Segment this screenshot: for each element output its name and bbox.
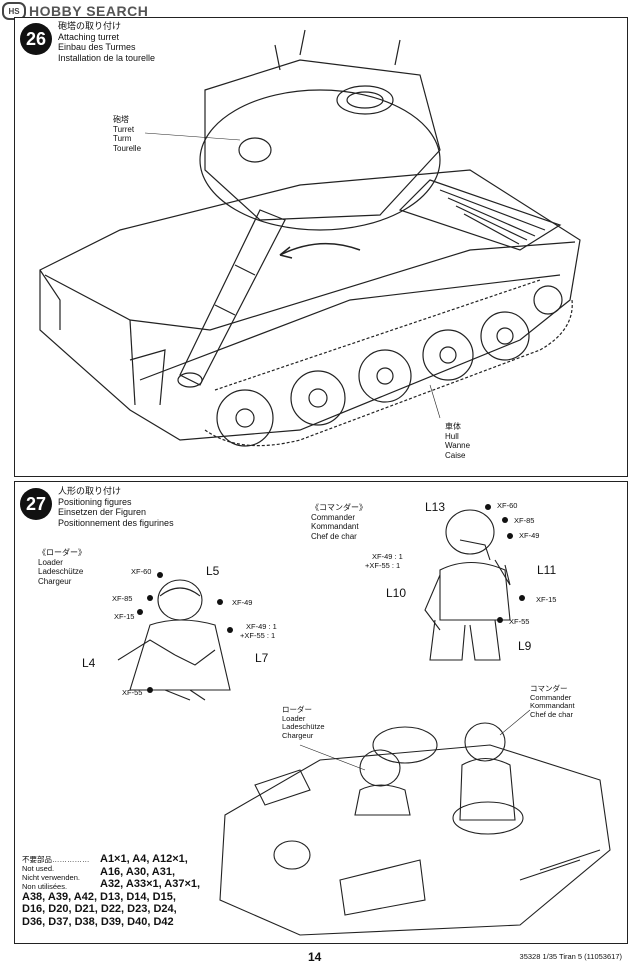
loader-paint-xf15: XF-15 xyxy=(114,612,135,621)
step-27-badge: 27 xyxy=(20,488,52,520)
step-27-title: 人形の取り付け Positioning figures Einsetzen de… xyxy=(58,486,174,528)
not-used-parts-list: A1×1, A4, A12×1, A16, A30, A31, A32, A33… xyxy=(22,853,201,928)
step-26-title-fr: Installation de la tourelle xyxy=(58,52,156,63)
hull-label: 車体 Hull Wanne Caise xyxy=(445,422,471,460)
loader-label: 《ローダー》 Loader Ladeschütze Chargeur xyxy=(38,548,86,586)
hobby-search-watermark: HS HOBBY SEARCH xyxy=(2,2,148,20)
commander-paint-xf85: XF-85 xyxy=(514,516,535,525)
commander-paint-xf55: XF-55 xyxy=(509,617,530,626)
step-27-title-fr: Positionnement des figurines xyxy=(58,517,174,528)
loader-paint-mix2: +XF-55 : 1 xyxy=(240,631,276,640)
part-L11: L11 xyxy=(537,563,557,577)
product-code: 35328 1/35 Tiran 5 (11053617) xyxy=(519,952,622,961)
loader-small-label: ローダー Loader Ladeschütze Chargeur xyxy=(282,705,325,740)
commander-label: 《コマンダー》 Commander Kommandant Chef de cha… xyxy=(311,503,367,541)
loader-paint-xf55: XF-55 xyxy=(122,688,143,697)
part-L4: L4 xyxy=(82,656,96,670)
commander-paint-xf60: XF-60 xyxy=(497,501,518,510)
part-L7: L7 xyxy=(255,651,269,665)
step-27-panel xyxy=(14,481,628,944)
commander-paint-xf49: XF-49 xyxy=(519,531,540,540)
part-L5: L5 xyxy=(206,564,220,578)
step-26-badge: 26 xyxy=(20,23,52,55)
step-27-title-jp: 人形の取り付け xyxy=(58,486,122,496)
loader-paint-mix1: XF-49 : 1 xyxy=(246,622,277,631)
step-27-title-en: Positioning figures xyxy=(58,496,132,507)
step-27-title-de: Einsetzen der Figuren xyxy=(58,507,147,517)
page-number: 14 xyxy=(308,950,322,964)
step-26-title-jp: 砲塔の取り付け xyxy=(58,21,122,31)
commander-paint-mix1: XF-49 : 1 xyxy=(372,552,403,561)
loader-paint-xf60: XF-60 xyxy=(131,567,152,576)
loader-paint-xf49: XF-49 xyxy=(232,598,253,607)
step-26-title: 砲塔の取り付け Attaching turret Einbau des Turm… xyxy=(58,21,155,63)
commander-paint-mix2: +XF-55 : 1 xyxy=(365,561,401,570)
step-26-title-en: Attaching turret xyxy=(58,31,120,42)
commander-small-label: コマンダー Commander Kommandant Chef de char xyxy=(530,684,575,719)
turret-label: 砲塔 Turret Turm Tourelle xyxy=(113,115,142,153)
part-L10: L10 xyxy=(386,586,407,600)
watermark-text: HOBBY SEARCH xyxy=(29,3,149,19)
loader-paint-xf85: XF-85 xyxy=(112,594,133,603)
not-used-labels: 不要部品…………… Not used. Nicht verwenden. Non… xyxy=(22,855,90,891)
commander-paint-xf15: XF-15 xyxy=(536,595,557,604)
part-L9: L9 xyxy=(518,639,532,653)
part-L13: L13 xyxy=(425,500,446,514)
step-26-title-de: Einbau des Turmes xyxy=(58,42,136,52)
